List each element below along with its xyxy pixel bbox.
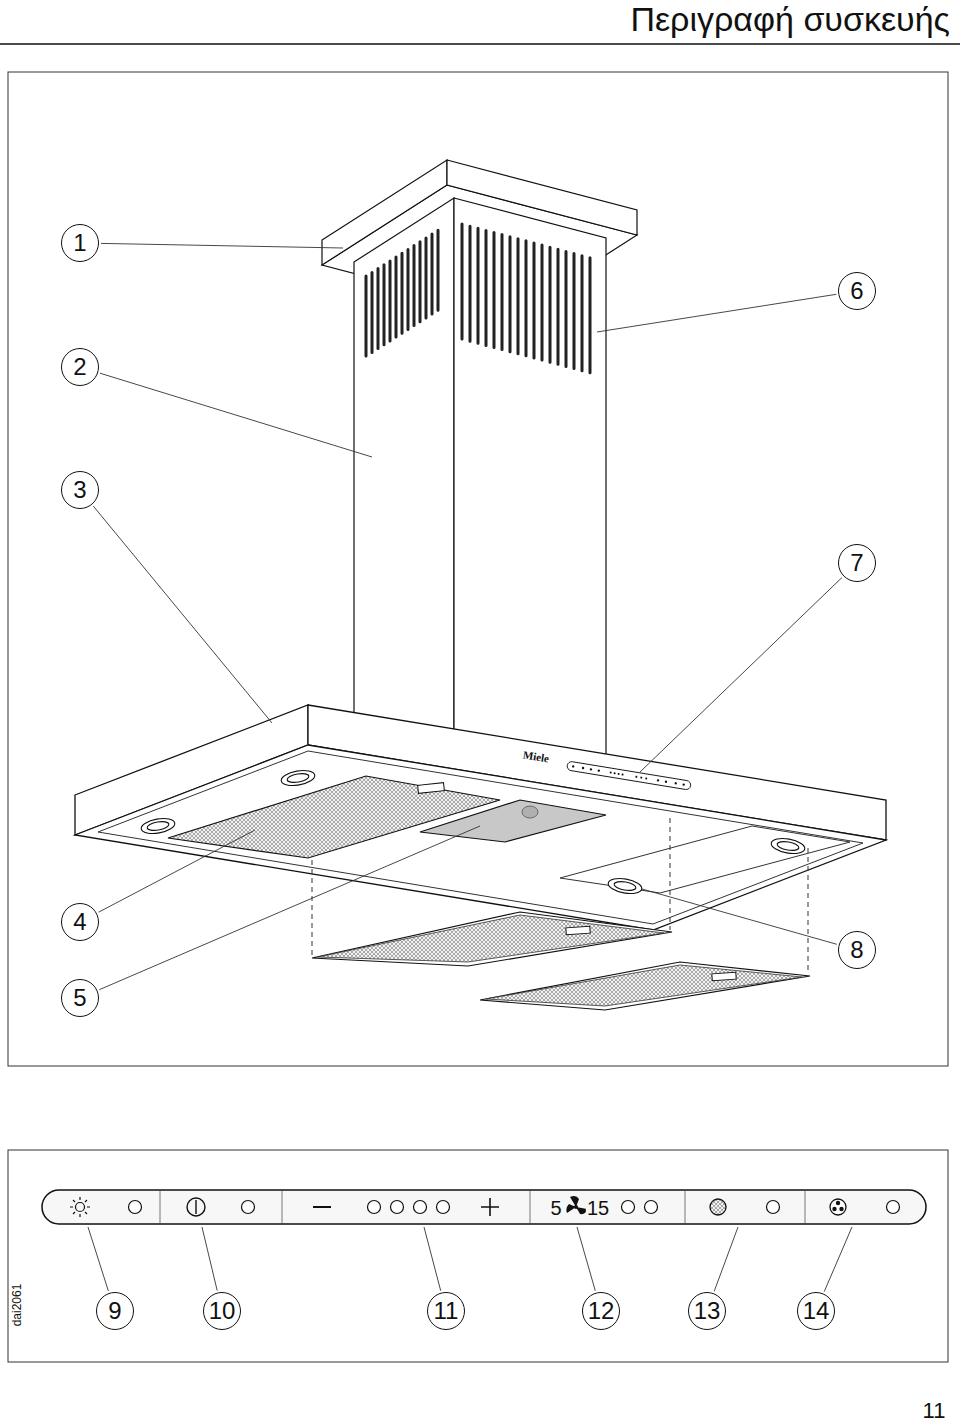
page-number: 11	[923, 1400, 946, 1422]
control-strip-small	[567, 761, 692, 790]
callout-number: 11	[427, 1292, 465, 1330]
light-symbol	[70, 1197, 90, 1217]
fan-level: 5	[549, 1198, 562, 1218]
hood-underside	[75, 745, 886, 930]
removed-filter	[312, 912, 672, 966]
callout-number: 8	[838, 931, 876, 969]
callout-number: 10	[203, 1292, 241, 1330]
control-strip	[42, 1190, 926, 1224]
filter-slot	[560, 826, 850, 893]
chimney-face	[354, 198, 454, 760]
header-rule	[0, 43, 960, 45]
control-dots	[572, 765, 685, 786]
lights	[140, 768, 806, 896]
callout-number: 14	[797, 1292, 835, 1330]
fan-level: 15	[586, 1198, 610, 1218]
underside-rim	[98, 751, 863, 924]
callout-number: 3	[61, 471, 99, 509]
drawing-code: dai2061	[11, 1284, 23, 1327]
filter-handle	[418, 783, 445, 794]
grease-filter	[168, 776, 500, 858]
removed-filter-mesh	[486, 965, 802, 1006]
figure-frame	[8, 72, 948, 1066]
sensor-dots	[129, 1201, 900, 1214]
leader-lines	[88, 1227, 852, 1292]
glass-detail	[522, 806, 538, 818]
odour-filter-symbol	[830, 1199, 846, 1215]
callout-number: 4	[61, 903, 99, 941]
brand-logo: Miele	[522, 749, 550, 764]
strip-dividers	[160, 1191, 805, 1223]
callout-number: 2	[61, 348, 99, 386]
callout-number: 7	[838, 544, 876, 582]
callout-number: 6	[838, 272, 876, 310]
page-title: Περιγραφή συσκευής	[630, 2, 950, 36]
callout-number: 9	[96, 1292, 134, 1330]
chimney-face	[454, 198, 606, 760]
filter-handle	[566, 926, 590, 935]
control-strip-outline	[567, 761, 692, 790]
fan-symbol	[566, 1196, 587, 1214]
vent-slots	[366, 230, 438, 356]
guide-lines	[312, 818, 808, 973]
panel-frame	[8, 1150, 948, 1362]
callout-number: 13	[688, 1292, 726, 1330]
callout-number: 1	[61, 224, 99, 262]
vent-slots	[462, 224, 590, 373]
power-symbol	[187, 1198, 205, 1216]
leader-lines	[93, 243, 842, 989]
removed-filter-mesh	[318, 915, 664, 962]
removed-filter	[480, 962, 810, 1010]
light-glass	[420, 800, 606, 842]
plus-symbol	[481, 1198, 499, 1216]
callout-number: 12	[582, 1292, 620, 1330]
filter-handle	[712, 972, 736, 981]
grease-filter-symbol	[710, 1199, 726, 1215]
minus-symbol	[313, 1206, 331, 1208]
callout-number: 5	[61, 979, 99, 1017]
